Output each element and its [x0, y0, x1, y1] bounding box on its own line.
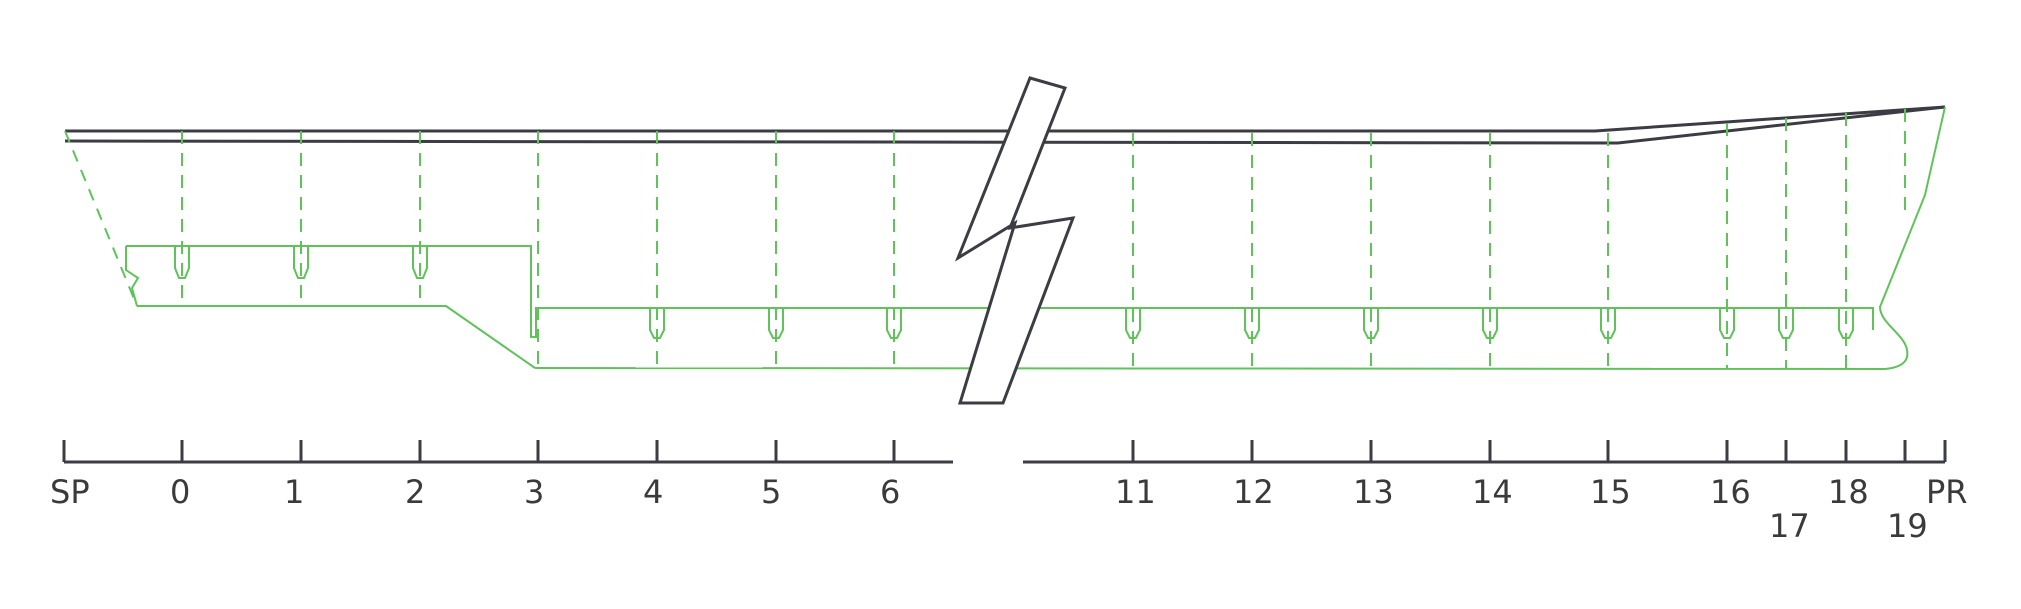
- scale-label-1: 1: [284, 473, 304, 511]
- scale-ticks: [62, 440, 1947, 462]
- deck-line-lower: [64, 105, 1946, 145]
- aft-double-bottom-line: [137, 305, 536, 369]
- stern-line: [64, 130, 138, 307]
- scale-label-0: 0: [170, 473, 190, 511]
- scale-label-14: 14: [1472, 473, 1513, 511]
- scale-label-4: 4: [643, 473, 663, 511]
- scale-label-2: 2: [405, 473, 425, 511]
- scale-label-16: 16: [1710, 473, 1751, 511]
- aft-tank-notch: [125, 246, 140, 307]
- deck-line-upper: [65, 105, 1946, 133]
- scale-label-13: 13: [1353, 473, 1394, 511]
- scale-label-18: 18: [1828, 473, 1869, 511]
- scale-label-pr: PR: [1926, 473, 1968, 511]
- scale-label-sp: SP: [50, 473, 90, 511]
- break-band: [954, 76, 1076, 405]
- scale-label-17: 17: [1769, 507, 1810, 545]
- keel-line: [534, 367, 1886, 370]
- scale-label-6: 6: [880, 473, 900, 511]
- bow-stem-line: [1878, 106, 1946, 370]
- scale-label-15: 15: [1590, 473, 1631, 511]
- scale-labels: SP 0 1 2 3 4 5 6 11 12 13 14 15 16 17 18…: [50, 473, 1968, 545]
- scale-label-5: 5: [761, 473, 781, 511]
- scale-label-19: 19: [1887, 507, 1928, 545]
- break-symbol: [954, 76, 1076, 405]
- scale-label-12: 12: [1233, 473, 1274, 511]
- frame-scale: [62, 440, 1947, 464]
- deck-lines: [64, 105, 1946, 145]
- scale-label-3: 3: [524, 473, 544, 511]
- aft-tank-top-outline: [126, 245, 1874, 338]
- scale-label-11: 11: [1115, 473, 1156, 511]
- frame-stations: [181, 109, 1906, 368]
